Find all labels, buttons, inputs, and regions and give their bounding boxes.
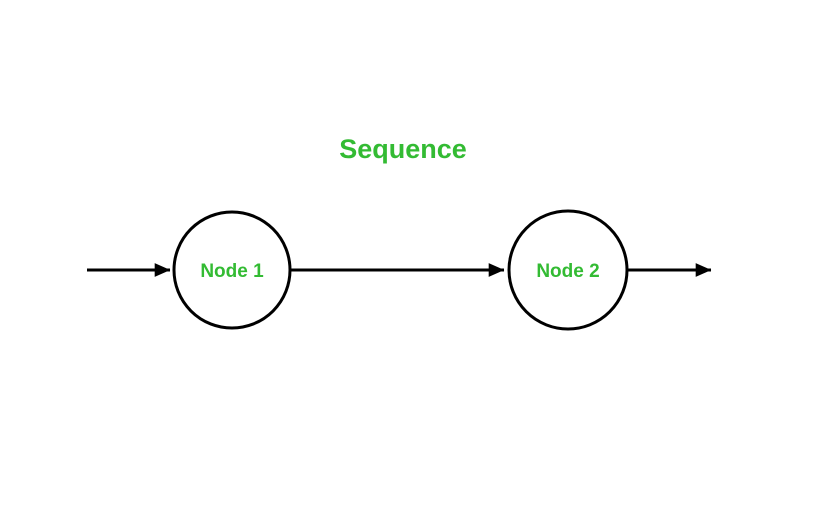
node-1-circle[interactable] bbox=[172, 210, 292, 330]
diagram-title: Sequence bbox=[339, 134, 467, 164]
node-1-label: Node 1 bbox=[200, 261, 264, 282]
node-2-label: Node 2 bbox=[536, 261, 599, 282]
node-2[interactable]: Node 2 bbox=[507, 209, 629, 331]
node-1[interactable]: Node 1 bbox=[172, 210, 292, 330]
